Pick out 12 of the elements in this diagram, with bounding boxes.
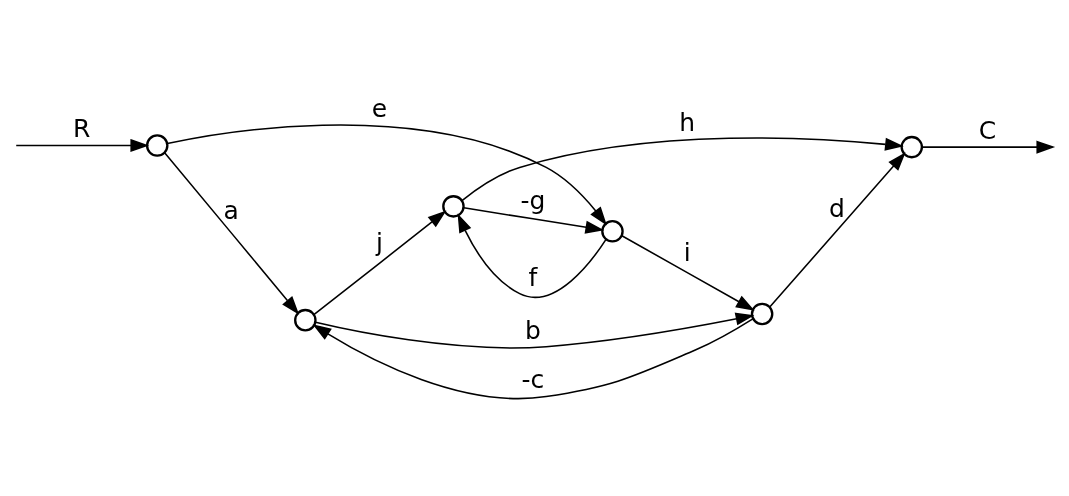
edge-label: j	[375, 228, 383, 258]
edge-label: h	[679, 108, 696, 138]
edge-label: -g	[520, 186, 546, 216]
edge-label: -c	[521, 365, 545, 395]
edge-label: i	[683, 237, 691, 267]
edge-label: f	[528, 262, 538, 292]
edge-label: b	[525, 315, 541, 345]
edge-label: R	[72, 114, 91, 144]
edge-label: e	[371, 94, 388, 124]
edge-label: a	[223, 195, 239, 225]
edge-label: C	[978, 116, 997, 146]
edge-label: d	[829, 193, 845, 223]
